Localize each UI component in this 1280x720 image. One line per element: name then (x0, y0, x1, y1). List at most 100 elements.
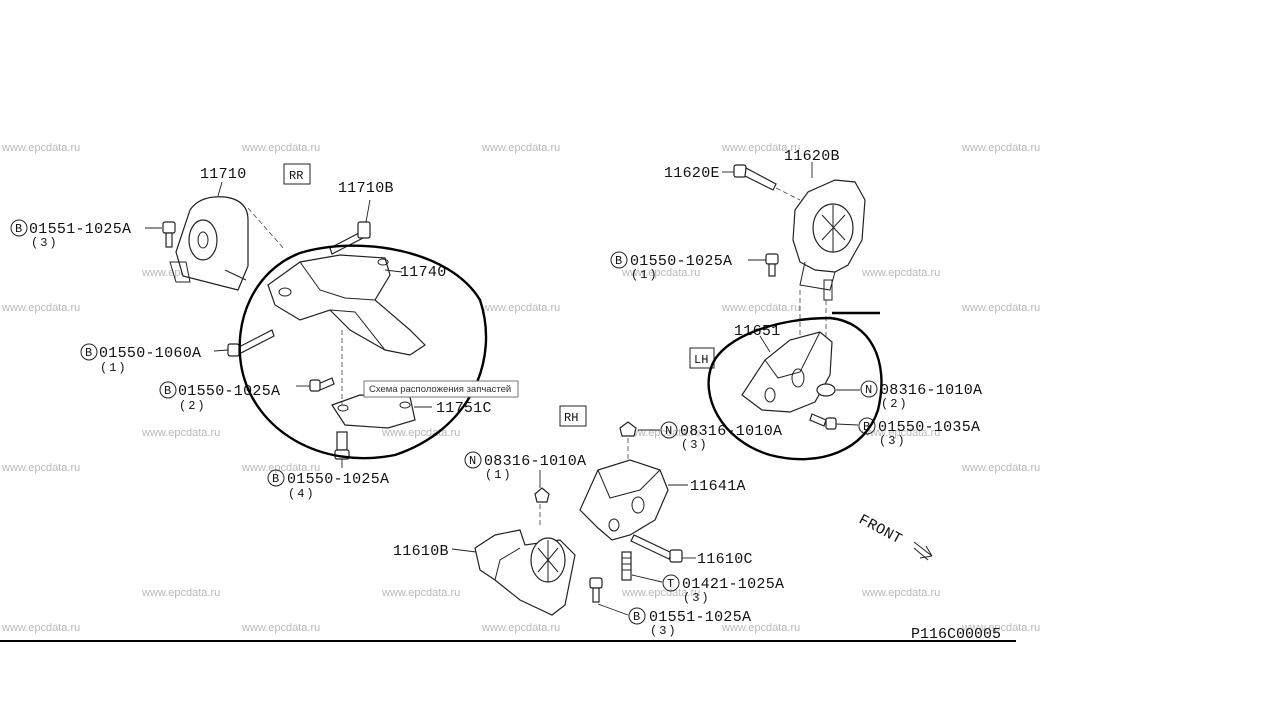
svg-text:N: N (865, 383, 872, 397)
part-label-11641a: 11641A (690, 478, 746, 495)
nut-08316-1010a[interactable] (534, 487, 550, 503)
bracket-11751c[interactable] (331, 394, 416, 429)
front-label: FRONT (856, 511, 905, 548)
view-tag-rh: RH (559, 405, 587, 427)
diagram-code: P116C00005 (911, 626, 1001, 643)
svg-text:Схема расположения запчастей: Схема расположения запчастей (369, 384, 511, 395)
part-label-11610b: 11610B (393, 543, 449, 560)
watermark: www.epcdata.ru (241, 142, 320, 154)
nut-08316-1010a[interactable] (816, 383, 836, 397)
fastener-callout-01551-1025a: B 01551-1025A (3) (10, 219, 162, 250)
svg-text:(3): (3) (683, 591, 711, 605)
svg-text:01550-1025A: 01550-1025A (178, 383, 280, 400)
svg-text:(3): (3) (879, 434, 907, 448)
stud-01421-1025a[interactable] (621, 551, 632, 581)
watermark: www.epcdata.ru (721, 622, 800, 634)
watermark: www.epcdata.ru (141, 427, 220, 439)
fastener-callout-01550-1025a: B 01550-1025A (1) (610, 251, 766, 282)
svg-text:01550-1060A: 01550-1060A (99, 345, 201, 362)
svg-text:01551-1025A: 01551-1025A (29, 221, 131, 238)
svg-text:RH: RH (564, 411, 578, 425)
watermark: www.epcdata.ru (241, 462, 320, 474)
part-label-11620b: 11620B (784, 148, 840, 165)
watermark: www.epcdata.ru (1, 142, 80, 154)
bolt-01550-1025a[interactable] (765, 253, 779, 277)
svg-text:B: B (863, 420, 870, 434)
view-tag-lh: LH (689, 347, 715, 369)
highlight-circle-rear (238, 244, 488, 460)
svg-text:B: B (164, 384, 171, 398)
svg-text:(4): (4) (288, 487, 316, 501)
fastener-callout-01421-1025a: T 01421-1025A (3) (631, 574, 784, 605)
front-arrow-icon (913, 541, 933, 561)
watermark: www.epcdata.ru (961, 302, 1040, 314)
bolt-01550-1025a[interactable] (309, 377, 335, 392)
svg-text:01421-1025A: 01421-1025A (682, 576, 784, 593)
fastener-callout-08316-1010a: N 08316-1010A (1) (464, 451, 586, 488)
watermark: www.epcdata.ru (861, 587, 940, 599)
watermark: www.epcdata.ru (481, 302, 560, 314)
svg-text:08316-1010A: 08316-1010A (880, 382, 982, 399)
watermark: www.epcdata.ru (621, 587, 700, 599)
svg-text:01550-1025A: 01550-1025A (630, 253, 732, 270)
watermark: www.epcdata.ru (621, 267, 700, 279)
fastener-callout-01550-1060a: B 01550-1060A (1) (80, 343, 229, 375)
watermark: www.epcdata.ru (1, 622, 80, 634)
bolt-01551-1025a[interactable] (589, 577, 603, 603)
front-direction-indicator: FRONT (856, 511, 933, 561)
svg-text:01551-1025A: 01551-1025A (649, 609, 751, 626)
watermark: www.epcdata.ru (721, 142, 800, 154)
part-label-11751c: 11751C (436, 400, 492, 417)
svg-text:(3): (3) (31, 236, 59, 250)
svg-text:B: B (15, 222, 22, 236)
svg-text:B: B (615, 254, 622, 268)
svg-text:(3): (3) (650, 624, 678, 638)
bolt-11710b[interactable] (329, 221, 371, 255)
svg-text:(1): (1) (100, 361, 128, 375)
part-label-11710b: 11710B (338, 180, 394, 197)
part-label-11740: 11740 (400, 264, 447, 281)
watermark: www.epcdata.ru (241, 622, 320, 634)
svg-text:(2): (2) (179, 399, 207, 413)
watermark: www.epcdata.ru (961, 622, 1040, 634)
svg-text:(1): (1) (485, 468, 513, 482)
fastener-callout-08316-1010a: N 08316-1010A (2) (836, 380, 982, 411)
nut-08316-1010a[interactable] (619, 421, 637, 437)
bolt-01550-1060a[interactable] (227, 329, 275, 357)
rh-mount-bracket[interactable] (579, 459, 669, 541)
fastener-callout-01550-1025a: B 01550-1025A (4) (267, 459, 389, 501)
svg-text:08316-1010A: 08316-1010A (680, 423, 782, 440)
svg-text:B: B (272, 472, 279, 486)
rear-mount-bracket[interactable] (267, 254, 426, 356)
watermark: www.epcdata.ru (961, 462, 1040, 474)
rh-mount-insulator[interactable] (474, 529, 576, 616)
bolt-01550-1035a[interactable] (809, 413, 837, 430)
fastener-callout-08316-1010a: N 08316-1010A (3) (638, 421, 782, 452)
svg-text:(1): (1) (631, 268, 659, 282)
watermark: www.epcdata.ru (481, 622, 560, 634)
lh-mount-insulator[interactable] (792, 179, 866, 301)
svg-text:01550-1035A: 01550-1035A (878, 419, 980, 436)
lh-mount-bracket[interactable] (741, 331, 833, 413)
part-label-11710: 11710 (200, 166, 247, 183)
rear-mount-insulator[interactable] (169, 196, 249, 291)
bolt-11610c[interactable] (630, 534, 683, 563)
watermark: www.epcdata.ru (381, 587, 460, 599)
svg-text:08316-1010A: 08316-1010A (484, 453, 586, 470)
watermark: www.epcdata.ru (1, 302, 80, 314)
part-label-11610c: 11610C (697, 551, 753, 568)
svg-text:01550-1025A: 01550-1025A (287, 471, 389, 488)
svg-text:(2): (2) (881, 397, 909, 411)
bolt-01551-1025a[interactable] (162, 221, 176, 248)
watermark: www.epcdata.ru (381, 427, 460, 439)
watermark-layer: www.epcdata.ru www.epcdata.ru www.epcdat… (1, 142, 1040, 634)
watermark: www.epcdata.ru (141, 587, 220, 599)
bolt-11620e[interactable] (733, 164, 777, 191)
watermark: www.epcdata.ru (481, 142, 560, 154)
watermark: www.epcdata.ru (1, 462, 80, 474)
highlight-circle-lh (707, 311, 883, 461)
watermark: www.epcdata.ru (861, 427, 940, 439)
fastener-callout-01550-1035a: B 01550-1035A (3) (835, 417, 980, 448)
svg-text:N: N (665, 424, 672, 438)
svg-text:N: N (469, 454, 476, 468)
